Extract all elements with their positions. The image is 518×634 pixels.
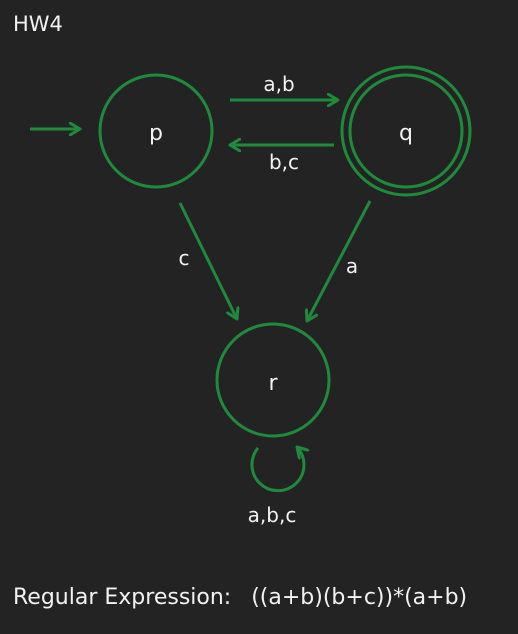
regex-value: ((a+b)(b+c))*(a+b): [251, 585, 468, 610]
transition-p-r-label: c: [179, 246, 190, 270]
transition-q-p-label: b,c: [269, 150, 299, 174]
transition-p-r: c: [179, 202, 238, 319]
state-r-label: r: [268, 371, 278, 396]
state-p: p: [98, 73, 214, 189]
transition-q-r: a: [307, 200, 372, 321]
state-q-label: q: [399, 121, 413, 146]
state-q: q: [340, 65, 472, 197]
transition-p-q: a,b: [230, 72, 338, 100]
transition-r-r: a,b,c: [248, 447, 304, 527]
transition-r-r-label: a,b,c: [248, 503, 297, 527]
state-r: r: [215, 322, 331, 438]
transition-p-q-label: a,b: [263, 72, 294, 96]
page-title: HW4: [13, 12, 63, 36]
transition-q-r-label: a: [346, 254, 358, 278]
state-p-label: p: [149, 121, 163, 146]
transition-q-p: b,c: [230, 145, 334, 174]
regex-label: Regular Expression:: [13, 585, 232, 610]
regular-expression: Regular Expression: ((a+b)(b+c))*(a+b): [13, 585, 467, 610]
